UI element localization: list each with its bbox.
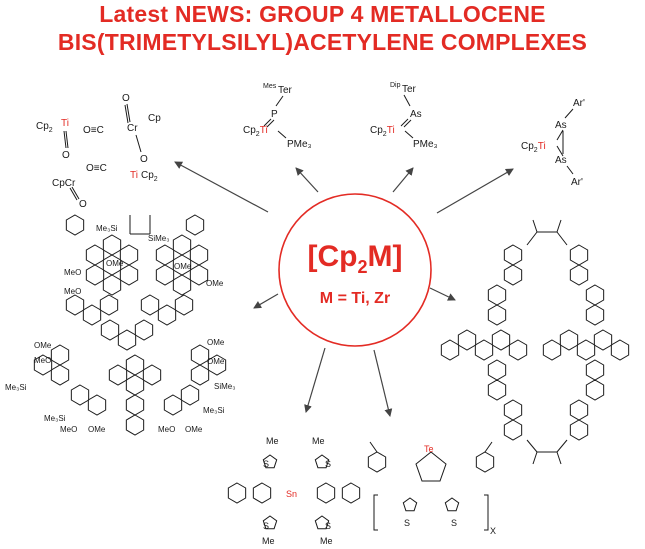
p-label: P xyxy=(271,109,278,120)
as-label-bottom: As xyxy=(555,155,567,166)
ome-label-8: OMe xyxy=(185,425,203,434)
sn-label: Sn xyxy=(286,489,297,499)
s-label-1: S xyxy=(263,459,269,469)
center-reagent: [Cp2M] M = Ti, Zr xyxy=(278,193,432,347)
phosphinidene-complex: Mes Ter P Cp2Ti PMe₃ xyxy=(243,83,312,150)
ome-label-2: OMe xyxy=(174,262,192,271)
o-label-right: O xyxy=(140,154,148,165)
me3si-label-bottom-right: Me₃Si xyxy=(203,406,225,415)
dip-label: Dip xyxy=(390,82,401,89)
s-label-6: S xyxy=(451,518,457,528)
me3si-label-bottom: Me₃Si xyxy=(44,414,66,423)
center-metals: M = Ti, Zr xyxy=(320,290,390,307)
arrow-to-macrocycle-right xyxy=(429,287,456,301)
pme3-label-2: PMe₃ xyxy=(413,139,438,150)
s-label-4: S xyxy=(325,521,331,531)
arrow-to-stannole xyxy=(304,347,326,413)
macrocycle-left: Me₃Si SiMe₃ OMe MeO MeO OMe OMe OMe MeO … xyxy=(5,214,235,436)
meo-label-4: MeO xyxy=(60,425,77,434)
cr-label-top: Cr xyxy=(127,123,138,134)
o-label-top: O xyxy=(122,93,130,104)
s-label-5: S xyxy=(404,518,410,528)
arrow-to-arsinidene-complex xyxy=(392,167,414,193)
as-label-top: As xyxy=(555,120,567,131)
arrow-to-ti-cr-complex xyxy=(174,161,269,213)
pme3-label-1: PMe₃ xyxy=(287,139,312,150)
ti-cr-carbonyl-complex: Cp2 Ti O≡C Cr Cp O O O CpCr O≡C Ti Cp2 O xyxy=(36,93,161,210)
meo-label-3: MeO xyxy=(34,356,51,365)
me3si-label-left: Me₃Si xyxy=(5,383,27,392)
cp2ti-label-1: Cp2Ti xyxy=(243,125,268,138)
ar-label-top: Ar' xyxy=(573,98,585,109)
title-line-1: Latest NEWS: GROUP 4 METALLOCENE xyxy=(99,1,546,27)
cp2ti-label-2: Cp2Ti xyxy=(370,125,395,138)
me-label-1: Me xyxy=(266,436,279,446)
title-line-2: BIS(TRIMETYLSILYL)ACETYLENE COMPLEXES xyxy=(57,29,588,55)
cp-label-top: Cp xyxy=(148,113,161,124)
diarsene-complex: Ar' As Cp2Ti As Ar' xyxy=(521,98,585,188)
ter-label-1: Ter xyxy=(278,85,293,96)
stannole-compound: Me Me S S Sn S S Me Me xyxy=(227,436,361,546)
te-label: Te xyxy=(424,444,434,454)
meo-label-5: MeO xyxy=(158,425,175,434)
ome-label-4: OMe xyxy=(34,341,52,350)
x-label: X xyxy=(490,526,496,536)
me3si-label-top: Me₃Si xyxy=(96,224,118,233)
tellurophene-polymer: Te S S X xyxy=(367,441,496,536)
me-label-2: Me xyxy=(312,436,325,446)
arrow-to-macrocycle-left xyxy=(253,293,279,309)
me-label-3: Me xyxy=(262,536,275,546)
ome-label-3: OMe xyxy=(206,279,224,288)
arsinidene-complex: Dip Ter As Cp2Ti PMe₃ xyxy=(370,82,438,150)
ome-label-5: OMe xyxy=(207,338,225,347)
as-label-1: As xyxy=(410,109,422,120)
ter-label-2: Ter xyxy=(402,84,417,95)
ti-label-top: Ti xyxy=(61,118,69,129)
sime3-label-right: SiMe₃ xyxy=(214,382,235,391)
reaction-arrows xyxy=(174,161,514,417)
macrocycle-left-rings xyxy=(33,214,227,436)
cp2-label-bottom: Cp2 xyxy=(141,170,158,183)
center-formula: [Cp2M] xyxy=(308,240,403,277)
o-label-left: O xyxy=(62,150,70,161)
arrow-to-phosphinidene-complex xyxy=(295,167,319,193)
ar-label-bottom: Ar' xyxy=(571,177,583,188)
center-circle xyxy=(278,193,432,347)
o-label-bottom: O xyxy=(79,199,87,210)
page-title: Latest NEWS: GROUP 4 METALLOCENE BIS(TRI… xyxy=(0,0,645,56)
macrocycle-right xyxy=(440,219,630,465)
sime3-label-top: SiMe₃ xyxy=(148,234,169,243)
meo-label-2: MeO xyxy=(64,287,81,296)
oc-label-top: O≡C xyxy=(83,125,104,136)
s-label-2: S xyxy=(325,459,331,469)
arrow-to-tellurophene xyxy=(373,349,393,417)
s-label-3: S xyxy=(263,521,269,531)
meo-label-1: MeO xyxy=(64,268,81,277)
arrow-to-diarsene-complex xyxy=(436,168,514,214)
co-label-mid: O≡C xyxy=(86,163,107,174)
mes-label: Mes xyxy=(263,83,277,90)
cp2-label: Cp2 xyxy=(36,121,53,134)
me-label-4: Me xyxy=(320,536,333,546)
ome-label-6: OMe xyxy=(207,357,225,366)
cp2ti-label-3: Cp2Ti xyxy=(521,141,546,154)
ti-label-bottom: Ti xyxy=(130,170,138,181)
ome-label-1: OMe xyxy=(106,259,124,268)
ome-label-7: OMe xyxy=(88,425,106,434)
cpcr-label: CpCr xyxy=(52,178,76,189)
